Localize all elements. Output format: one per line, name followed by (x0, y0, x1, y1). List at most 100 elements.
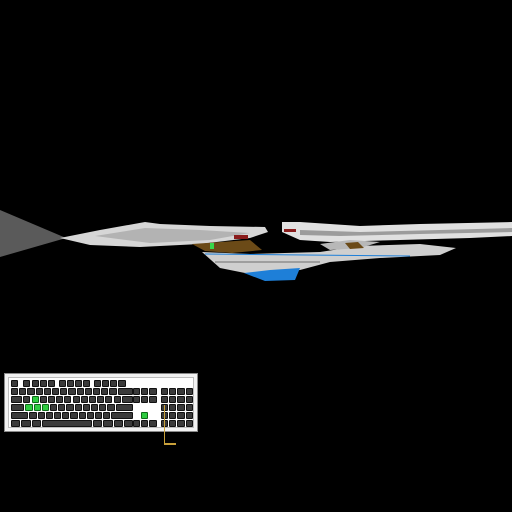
key-esc (11, 380, 19, 387)
key-f3 (39, 380, 47, 387)
key-numpad (177, 388, 185, 395)
key-fn (103, 420, 113, 427)
ship-hull-right-shade (300, 228, 512, 236)
key-5 (52, 388, 60, 395)
key-1 (19, 388, 27, 395)
key-] (113, 396, 121, 403)
key-rshift (111, 412, 133, 419)
key-numpad (169, 388, 177, 395)
key-f8 (83, 380, 91, 387)
key-- (101, 388, 109, 395)
key-pgdn (149, 396, 157, 403)
key-numpad (177, 396, 185, 403)
key-shift (11, 412, 29, 419)
key-numpad (169, 420, 177, 427)
key-0 (93, 388, 101, 395)
key-d (41, 404, 49, 411)
key-h (66, 404, 74, 411)
key-numpad (177, 404, 185, 411)
key-6 (60, 388, 68, 395)
key-f6 (66, 380, 74, 387)
key-m (78, 412, 86, 419)
key-c (45, 412, 54, 419)
key-r (47, 396, 56, 403)
key-f4 (47, 380, 56, 387)
key-rctrl (123, 420, 133, 427)
key-3 (35, 388, 43, 395)
key-; (99, 404, 107, 411)
key-= (109, 388, 117, 395)
key-f (49, 404, 58, 411)
key-n (70, 412, 78, 419)
key-numpad (185, 388, 193, 395)
keyboard-cable (164, 405, 165, 445)
key-v (54, 412, 62, 419)
key-, (86, 412, 95, 419)
key-ins (133, 388, 141, 395)
key-gap (91, 380, 92, 387)
key-s (33, 404, 41, 411)
key-b (62, 412, 70, 419)
key-f5 (58, 380, 66, 387)
key-f1 (23, 380, 31, 387)
key-numpad (177, 412, 185, 419)
key-tab (11, 396, 23, 403)
key-f10 (102, 380, 110, 387)
key-del (133, 396, 141, 403)
hull-stripe-blue (204, 253, 411, 257)
key-f7 (74, 380, 83, 387)
key-ralt (93, 420, 103, 427)
key-ctrl (11, 420, 21, 427)
key-alt (31, 420, 41, 427)
key-bksp (117, 388, 133, 395)
key-space (41, 420, 92, 427)
key-8 (76, 388, 84, 395)
key-menu (113, 420, 123, 427)
ship-deck (192, 240, 262, 253)
key-o (88, 396, 97, 403)
key-f2 (31, 380, 39, 387)
key-z (29, 412, 37, 419)
key-t (56, 396, 64, 403)
key-7 (68, 388, 76, 395)
key-[ (105, 396, 113, 403)
ship-hull-lower (202, 244, 456, 274)
key-4 (43, 388, 51, 395)
key-l (90, 404, 99, 411)
key-i (80, 396, 88, 403)
key-numpad (169, 412, 177, 419)
key-gap (19, 380, 22, 387)
key-9 (84, 388, 92, 395)
key-. (95, 412, 103, 419)
key-` (11, 388, 19, 395)
key-numpad (177, 420, 185, 427)
key-p (97, 396, 105, 403)
key-caps (11, 404, 25, 411)
keyboard-icon (4, 373, 198, 432)
light-cone-icon (0, 210, 66, 257)
key-numpad (161, 388, 169, 395)
key-numpad (169, 396, 177, 403)
key-numpad (185, 412, 193, 419)
key-k (82, 404, 90, 411)
key-f9 (93, 380, 101, 387)
key-2 (27, 388, 35, 395)
key-left-arrow (133, 420, 141, 427)
key-numpad (161, 396, 169, 403)
key-win (21, 420, 31, 427)
key-u (72, 396, 80, 403)
key-\ (121, 396, 133, 403)
key-f11 (110, 380, 118, 387)
key-a (25, 404, 33, 411)
key-e (39, 396, 47, 403)
key-q (23, 396, 31, 403)
key-g (58, 404, 66, 411)
deck-marker-red (234, 235, 248, 239)
key-' (107, 404, 115, 411)
key-end (141, 396, 149, 403)
key-y (64, 396, 72, 403)
hull-marker-red (284, 229, 296, 232)
key-enter (115, 404, 133, 411)
